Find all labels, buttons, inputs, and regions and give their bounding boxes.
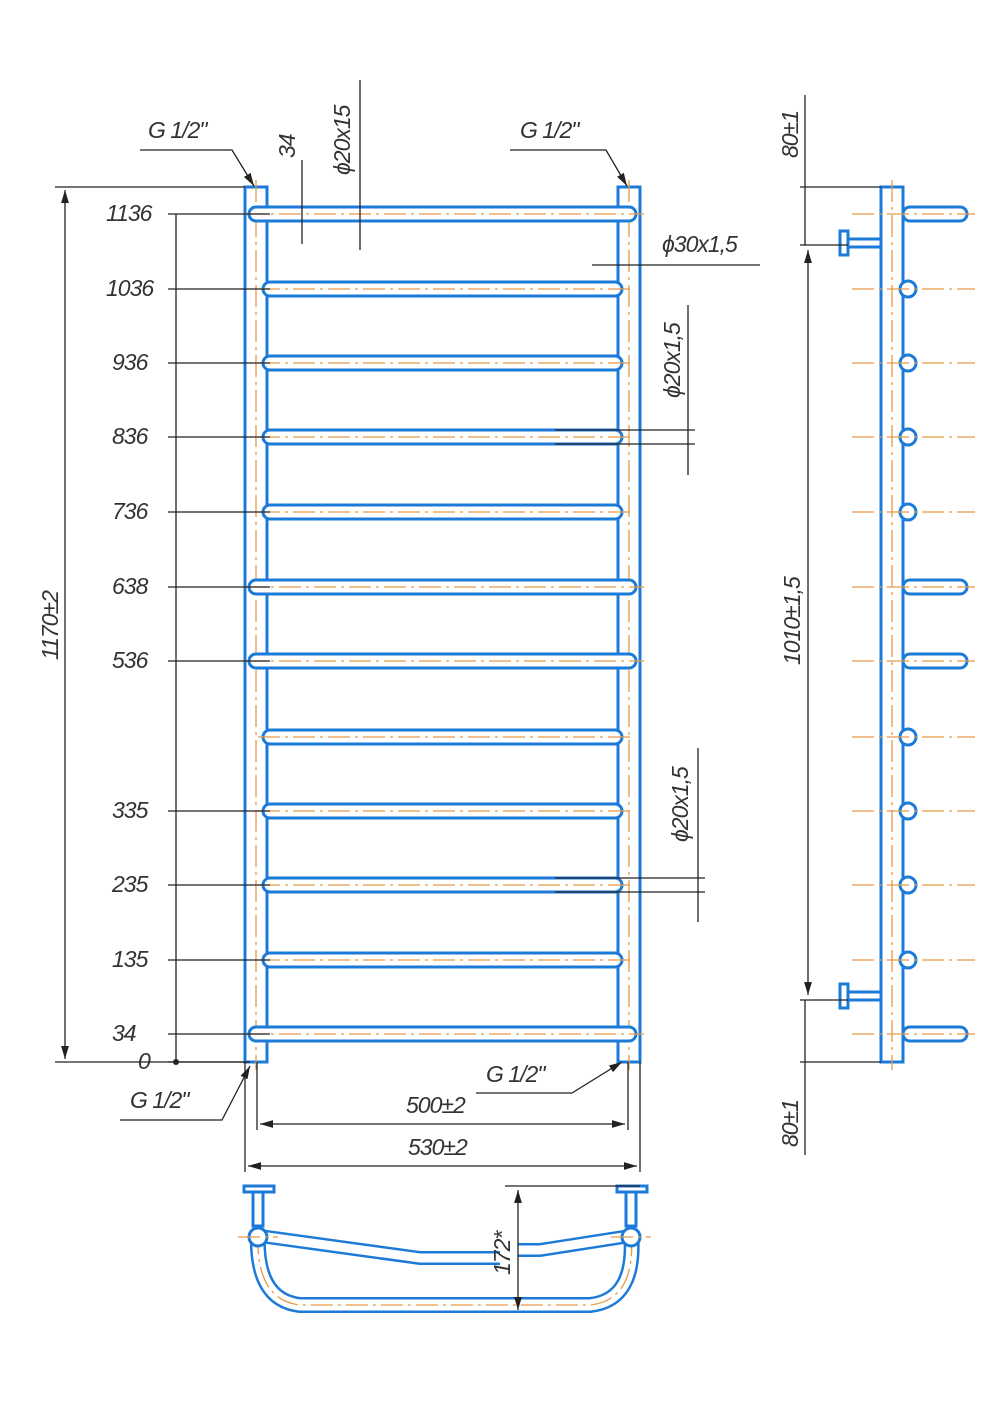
level-label: 1136 bbox=[106, 200, 153, 226]
level-label: 936 bbox=[112, 349, 149, 375]
dim-34-label: 34 bbox=[274, 134, 300, 158]
level-label: 1036 bbox=[106, 275, 154, 301]
dimensions: 113610369368367366385363352351353401170±… bbox=[37, 80, 881, 1310]
inner-width-label: 500±2 bbox=[406, 1092, 466, 1118]
wall-bracket bbox=[846, 237, 883, 249]
level-label: 0 bbox=[138, 1048, 151, 1074]
wall-plate bbox=[838, 982, 850, 1010]
wall-stem bbox=[624, 1190, 638, 1228]
thread-label-top-right: G 1/2" bbox=[520, 117, 581, 143]
side-top-label: 80±1 bbox=[777, 111, 803, 158]
depth-label: 172* bbox=[489, 1230, 515, 1275]
wall-bracket bbox=[846, 990, 883, 1002]
thread-label-top-left: G 1/2" bbox=[148, 117, 209, 143]
top-view bbox=[238, 1184, 651, 1313]
leader bbox=[476, 1061, 623, 1094]
level-label: 736 bbox=[112, 498, 149, 524]
outer-width-label: 530±2 bbox=[408, 1134, 468, 1160]
thread-label-bottom-right: G 1/2" bbox=[486, 1061, 547, 1087]
total-height-label: 1170±2 bbox=[37, 590, 63, 660]
leader bbox=[120, 1065, 251, 1121]
arc-rail-right-in bbox=[518, 1231, 631, 1255]
side-center-label: 1010±1,5 bbox=[779, 576, 805, 665]
dim-mid-label: ϕ20x1,5 bbox=[659, 322, 685, 398]
dim-riser-label: ϕ30x1,5 bbox=[662, 231, 738, 257]
level-label: 135 bbox=[112, 946, 149, 972]
front-view bbox=[243, 180, 644, 1070]
level-label: 638 bbox=[112, 573, 149, 599]
leader bbox=[140, 149, 255, 187]
level-label: 836 bbox=[112, 423, 149, 449]
side-bottom-label: 80±1 bbox=[777, 1100, 803, 1147]
arc-rail-left-in bbox=[259, 1231, 500, 1263]
thread-label-bottom-left: G 1/2" bbox=[130, 1087, 191, 1113]
leader bbox=[510, 149, 628, 187]
level-label: 34 bbox=[112, 1020, 136, 1046]
level-label: 335 bbox=[112, 797, 149, 823]
level-label: 536 bbox=[112, 647, 149, 673]
wall-plate bbox=[838, 229, 850, 257]
u-tube-axis bbox=[257, 1231, 633, 1306]
level-label: 235 bbox=[111, 871, 149, 897]
side-view bbox=[838, 180, 975, 1070]
dim-low-label: ϕ20x1,5 bbox=[667, 766, 693, 842]
dim-phi-top-label: ϕ20x15 bbox=[329, 104, 355, 175]
wall-stem bbox=[251, 1190, 265, 1228]
